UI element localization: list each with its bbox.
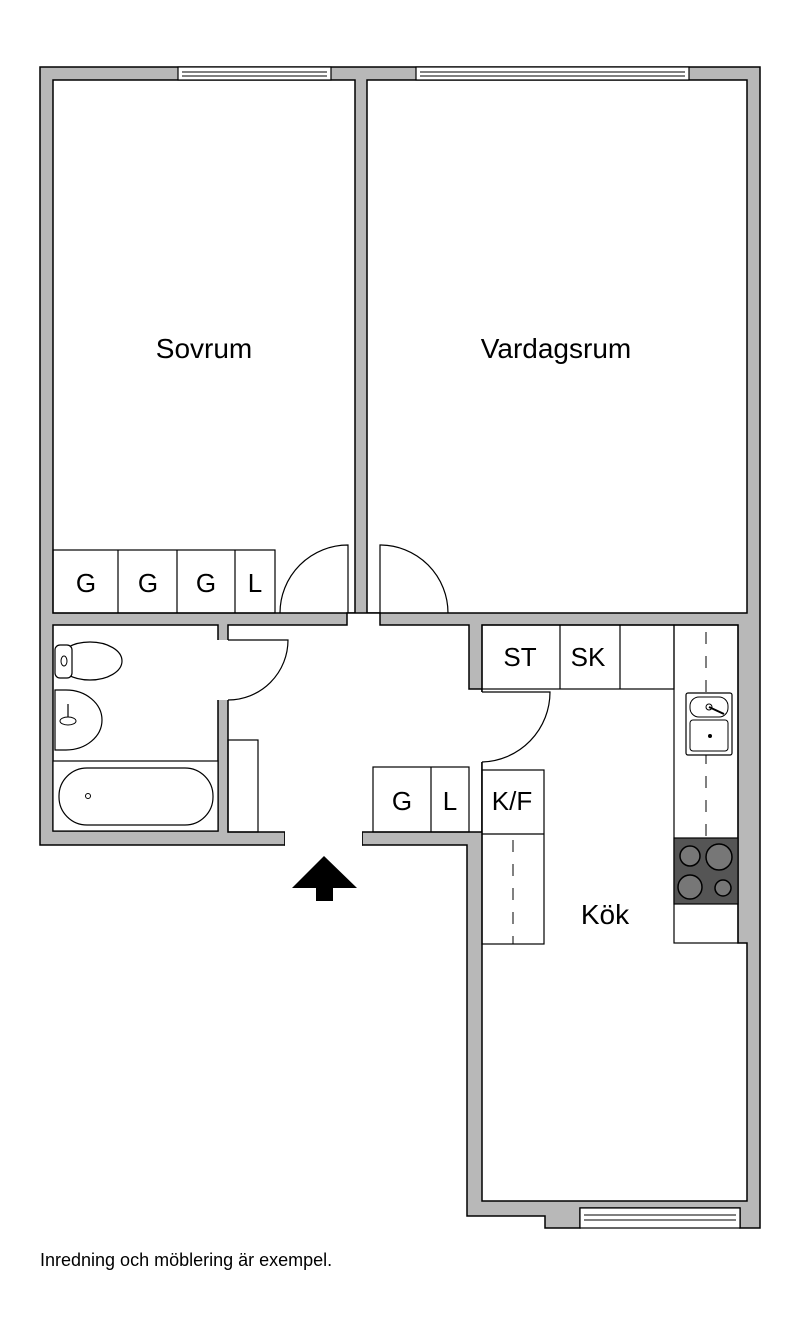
stove-icon bbox=[673, 837, 739, 905]
room-living-room bbox=[366, 79, 748, 614]
door-kitchen bbox=[481, 691, 551, 763]
kitchen-fridge-counter bbox=[481, 769, 545, 945]
closet-label-wardrobe-1: G bbox=[76, 568, 96, 598]
floor-plan: Sovrum Vardagsrum Kök G G G L G L ST SK … bbox=[39, 66, 761, 1229]
washbasin-icon bbox=[54, 689, 103, 751]
door-bedroom bbox=[279, 544, 349, 614]
hallway-shelf bbox=[227, 739, 259, 833]
entrance-arrow-icon bbox=[292, 856, 357, 901]
fridge-freezer-label: K/F bbox=[492, 786, 532, 816]
disclaimer-caption: Inredning och möblering är exempel. bbox=[40, 1250, 333, 1270]
closet-label-linen-2: L bbox=[443, 786, 457, 816]
room-label-bedroom: Sovrum bbox=[156, 333, 252, 364]
bedroom-closets bbox=[52, 549, 276, 614]
door-gap-entrance bbox=[285, 829, 362, 847]
closet-label-linen-1: L bbox=[248, 568, 262, 598]
room-label-living-room: Vardagsrum bbox=[481, 333, 631, 364]
room-bedroom bbox=[52, 79, 356, 614]
door-gap-kitchen bbox=[466, 692, 484, 762]
window-living-room bbox=[415, 66, 690, 81]
bathtub-icon bbox=[52, 760, 219, 832]
door-bathroom bbox=[227, 639, 289, 701]
window-bedroom bbox=[177, 66, 332, 81]
cabinet-label-storage: SK bbox=[571, 642, 606, 672]
toilet-icon bbox=[54, 641, 123, 681]
cabinet-label-cleaning: ST bbox=[503, 642, 536, 672]
door-gap-bathroom bbox=[216, 640, 230, 700]
sink-icon bbox=[685, 692, 733, 756]
closet-label-wardrobe-3: G bbox=[196, 568, 216, 598]
hallway-closets bbox=[372, 766, 470, 833]
room-label-kitchen: Kök bbox=[581, 899, 630, 930]
door-living-room bbox=[379, 544, 449, 614]
closet-label-wardrobe-4: G bbox=[392, 786, 412, 816]
window-kitchen bbox=[579, 1207, 741, 1229]
closet-label-wardrobe-2: G bbox=[138, 568, 158, 598]
